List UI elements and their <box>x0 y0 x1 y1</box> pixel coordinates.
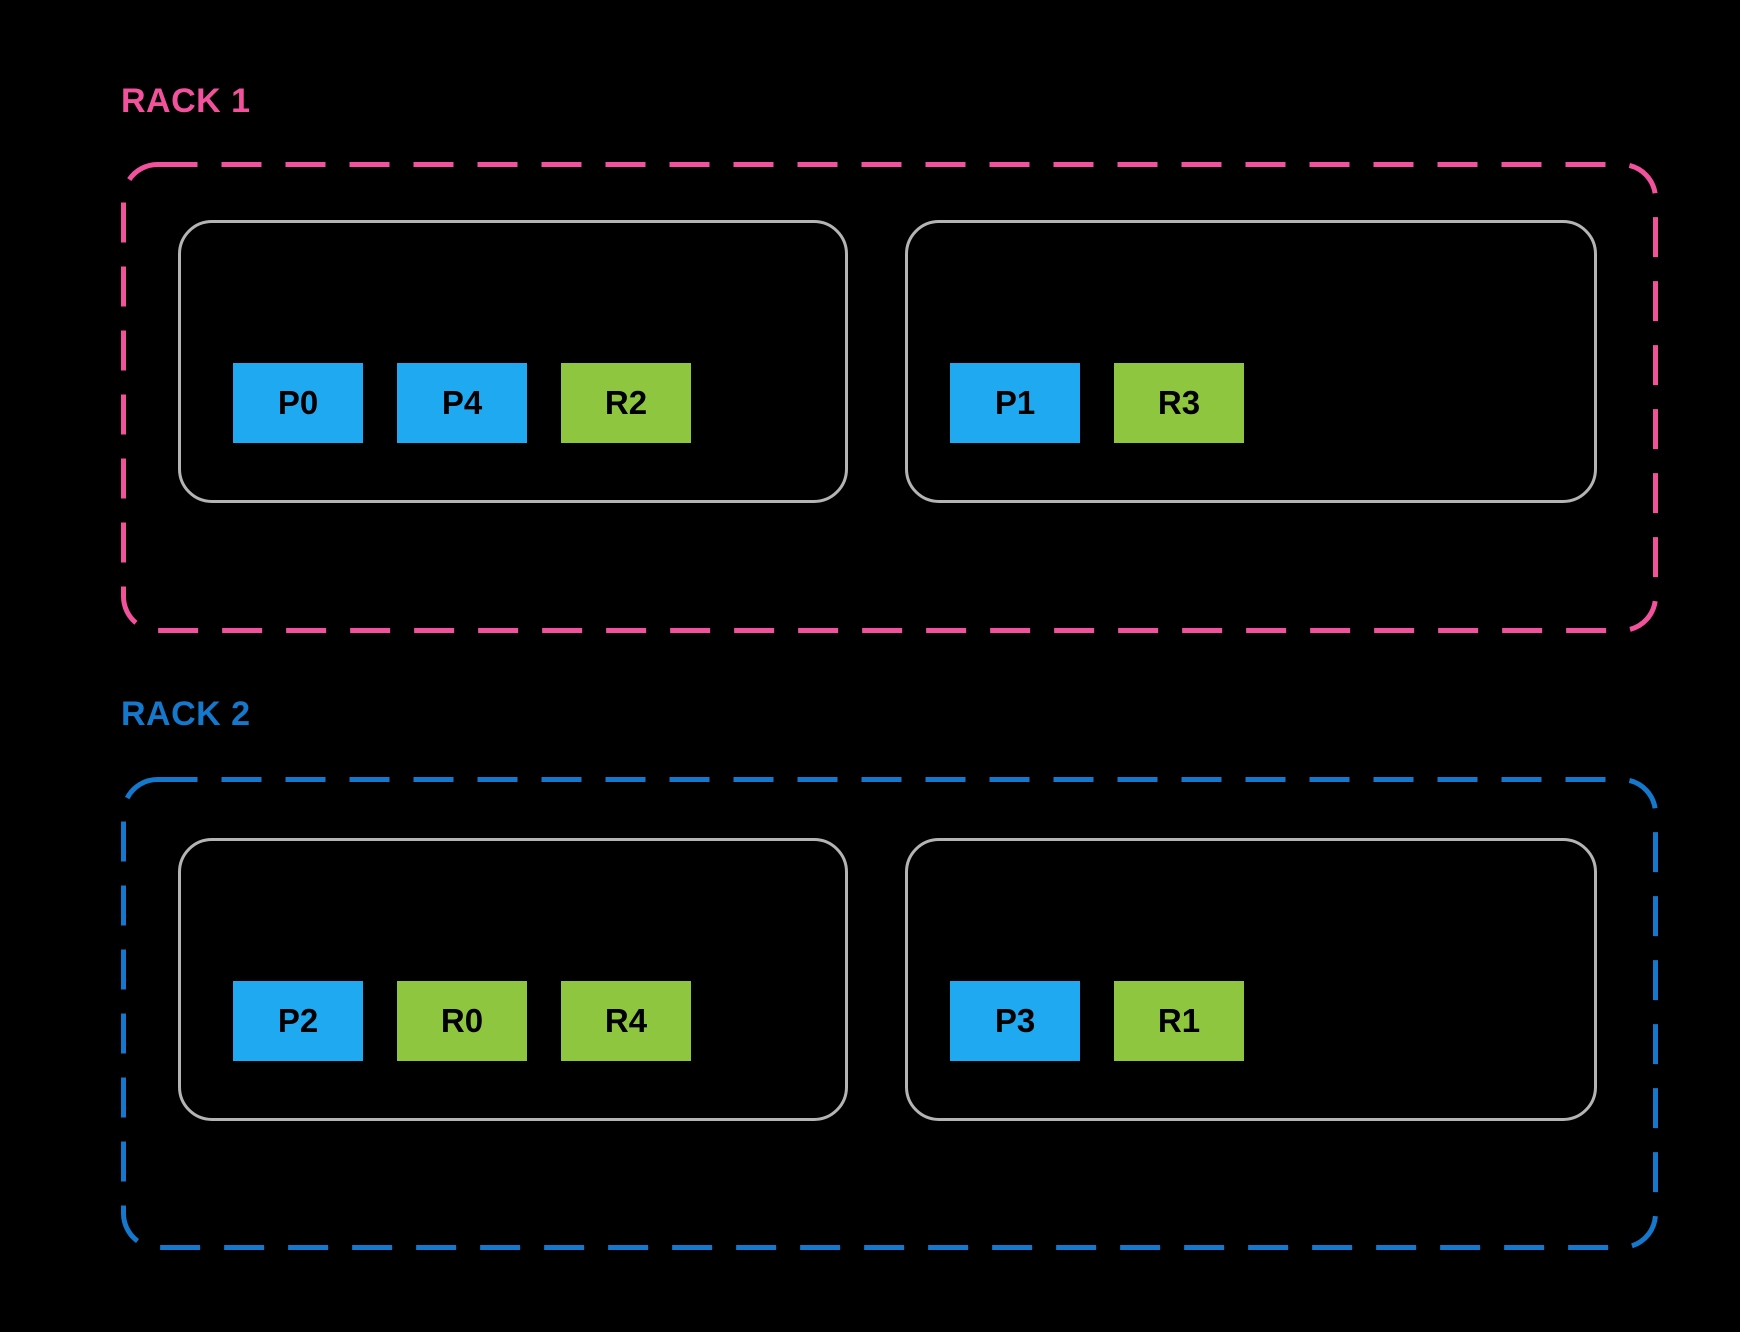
rack-2-label: RACK 2 <box>121 695 251 733</box>
rack-1-node-2-boxes: P1 R3 <box>950 363 1244 443</box>
rack-1-node-1: P0 P4 R2 <box>178 220 848 503</box>
rack-2-dashed-border <box>121 777 1658 1250</box>
partition-p0: P0 <box>233 363 363 443</box>
rack-1-node-2: P1 R3 <box>905 220 1597 503</box>
replica-r2: R2 <box>561 363 691 443</box>
rack-2-node-2-boxes: P3 R1 <box>950 981 1244 1061</box>
rack-1-node-1-boxes: P0 P4 R2 <box>233 363 691 443</box>
rack-2-node-2: P3 R1 <box>905 838 1597 1121</box>
rack-2-node-1: P2 R0 R4 <box>178 838 848 1121</box>
partition-p4: P4 <box>397 363 527 443</box>
rack-1-dashed-border <box>121 162 1658 633</box>
partition-p2: P2 <box>233 981 363 1061</box>
replica-r1: R1 <box>1114 981 1244 1061</box>
replica-r0: R0 <box>397 981 527 1061</box>
partition-p3: P3 <box>950 981 1080 1061</box>
replica-r4: R4 <box>561 981 691 1061</box>
rack-1-label: RACK 1 <box>121 82 251 120</box>
partition-p1: P1 <box>950 363 1080 443</box>
rack-2-node-1-boxes: P2 R0 R4 <box>233 981 691 1061</box>
replica-r3: R3 <box>1114 363 1244 443</box>
